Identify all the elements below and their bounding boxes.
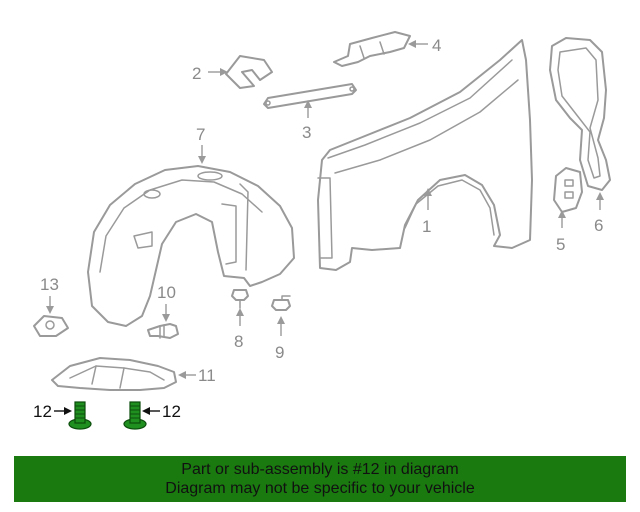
banner-line-2: Diagram may not be specific to your vehi… — [165, 480, 475, 497]
callout-11: 11 — [178, 366, 216, 385]
label-11: 11 — [198, 366, 216, 385]
label-3: 3 — [302, 123, 311, 142]
part-seal[interactable] — [549, 37, 611, 191]
label-4: 4 — [432, 36, 441, 55]
callout-10: 10 — [157, 283, 176, 322]
label-10: 10 — [157, 283, 176, 302]
callout-4: 4 — [408, 36, 441, 55]
callout-12-right: 12 — [142, 402, 181, 421]
label-9: 9 — [275, 343, 284, 362]
part-clip-8[interactable] — [231, 289, 249, 309]
part-splash-shield[interactable] — [51, 357, 177, 391]
label-8: 8 — [234, 332, 243, 351]
callout-12-left: 12 — [33, 402, 72, 421]
label-12-right: 12 — [162, 402, 181, 421]
label-6: 6 — [594, 216, 603, 235]
part-nut-13[interactable] — [33, 315, 69, 337]
part-brace-rod[interactable] — [263, 83, 357, 109]
callout-2: 2 — [192, 64, 228, 83]
callout-13: 13 — [40, 275, 59, 314]
part-wheel-liner[interactable] — [87, 165, 295, 327]
part-bolt-12-right[interactable] — [123, 401, 147, 430]
label-12-left: 12 — [33, 402, 52, 421]
callout-7: 7 — [196, 125, 206, 164]
callout-9: 9 — [275, 316, 285, 362]
callout-8: 8 — [234, 308, 244, 351]
label-2: 2 — [192, 64, 201, 83]
part-bolt-12-left[interactable] — [68, 401, 92, 430]
label-1: 1 — [422, 217, 431, 236]
label-13: 13 — [40, 275, 59, 294]
info-banner: Part or sub-assembly is #12 in diagram D… — [14, 456, 626, 502]
label-7: 7 — [196, 125, 205, 144]
callout-5: 5 — [556, 210, 566, 254]
banner-line-1: Part or sub-assembly is #12 in diagram — [181, 461, 459, 478]
callout-6: 6 — [594, 192, 604, 235]
label-5: 5 — [556, 235, 565, 254]
part-bracket[interactable] — [225, 55, 273, 89]
part-clip-9[interactable] — [271, 295, 291, 311]
part-side-bracket[interactable] — [553, 167, 583, 213]
part-fender[interactable] — [317, 39, 533, 271]
part-upper-bracket[interactable] — [333, 31, 411, 67]
part-bolt-10[interactable] — [147, 323, 179, 339]
callout-3: 3 — [302, 100, 312, 142]
callout-1: 1 — [422, 188, 432, 236]
